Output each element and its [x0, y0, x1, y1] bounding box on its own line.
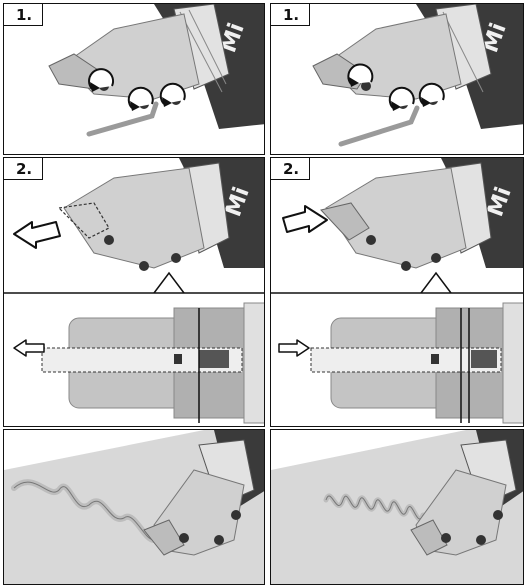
cutting-head: [410, 519, 448, 556]
panel-step2-left: 2. Mi: [3, 157, 265, 427]
cutting-head: [143, 519, 185, 556]
blade-carrier: [471, 350, 497, 368]
direction-arrow-icon: [13, 339, 45, 357]
sheet-edge: [4, 430, 204, 470]
direction-arrow-icon: [13, 221, 61, 249]
blade-pin: [174, 354, 182, 364]
direction-arrow-icon: [278, 339, 310, 357]
collar-line: [179, 11, 223, 93]
rotate-arrow-icon: [88, 68, 115, 92]
rotate-arrow-icon: [388, 86, 415, 111]
adjustment-illustration: Mi: [4, 158, 264, 424]
shear-head-illustration: Mi: [312, 4, 523, 147]
screw: [441, 533, 451, 543]
panel-result-wide-curl: [3, 429, 265, 585]
rotate-arrow-icon: [418, 82, 445, 107]
screw: [401, 261, 411, 271]
step-number-badge: 2.: [271, 158, 311, 180]
cutting-head: [320, 202, 370, 241]
step-number-badge: 1.: [271, 4, 311, 26]
screw: [493, 510, 503, 520]
blade-carrier: [199, 350, 229, 368]
collar-side: [243, 302, 264, 424]
screw: [366, 235, 376, 245]
collar-line: [442, 11, 484, 93]
nose-cone: [325, 167, 467, 269]
screw: [476, 535, 486, 545]
cutting-result-illustration: [271, 430, 523, 584]
panel-step1-right: 1. Mi: [270, 3, 524, 155]
head-outline-dashed: [57, 202, 110, 239]
callout-line: [153, 271, 185, 294]
direction-arrow-icon: [282, 205, 328, 233]
cutting-result-illustration: [4, 430, 264, 584]
cut-strip-edge: [325, 495, 424, 520]
panel-result-tight-curl: [270, 429, 524, 585]
blade-pin: [431, 354, 439, 364]
screw: [431, 253, 441, 263]
cut-strip-edge: [13, 481, 155, 541]
screw: [231, 510, 241, 520]
collar-side: [502, 302, 523, 424]
nose-cone: [63, 167, 205, 269]
collar-line: [188, 9, 227, 85]
step-number-badge: 2.: [4, 158, 44, 180]
screw: [171, 253, 181, 263]
rotate-arrow-icon: [347, 63, 374, 87]
screw: [361, 81, 371, 91]
allen-key: [86, 101, 159, 137]
rotate-arrow-icon: [127, 86, 154, 111]
adjustment-illustration: Mi: [271, 158, 523, 424]
allen-key: [338, 105, 420, 147]
screw: [214, 535, 224, 545]
screw: [139, 261, 149, 271]
screw: [179, 533, 189, 543]
rotate-arrow-icon: [159, 82, 186, 107]
screw: [104, 235, 114, 245]
panel-step1-left: 1. Mi: [3, 3, 265, 155]
sheet-edge: [271, 430, 466, 470]
panel-step2-right: 2. Mi: [270, 157, 524, 427]
step-number-badge: 1.: [4, 4, 44, 26]
shear-head-illustration: Mi: [48, 4, 264, 137]
callout-line: [420, 271, 452, 294]
